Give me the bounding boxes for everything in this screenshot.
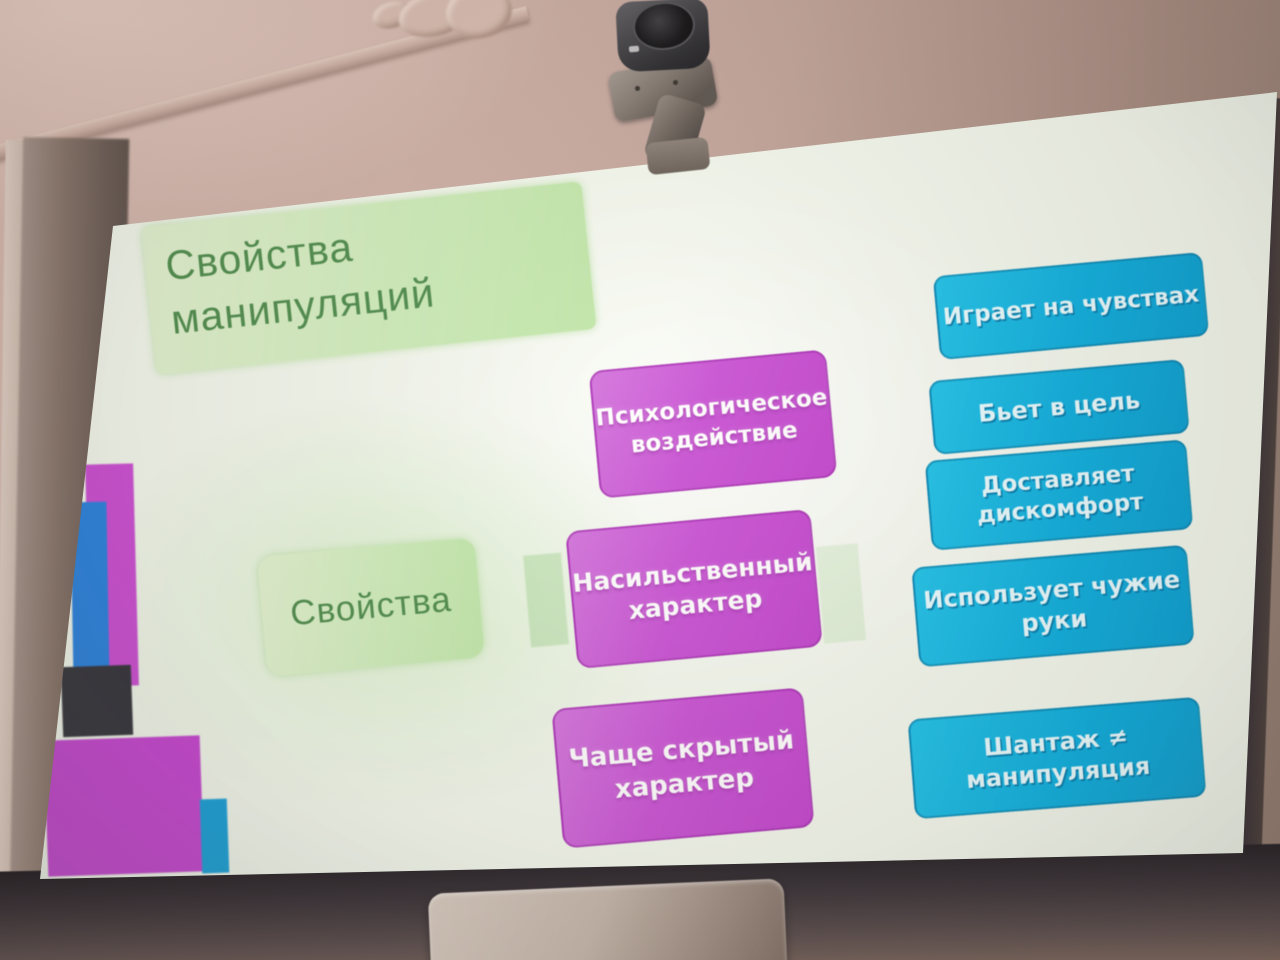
camera-indicator <box>628 45 640 53</box>
camera-screw <box>673 80 678 85</box>
wall-speaker <box>427 878 789 960</box>
camera-screw <box>635 86 640 91</box>
ptz-camera <box>595 0 735 176</box>
camera-mount-foot <box>645 136 711 176</box>
